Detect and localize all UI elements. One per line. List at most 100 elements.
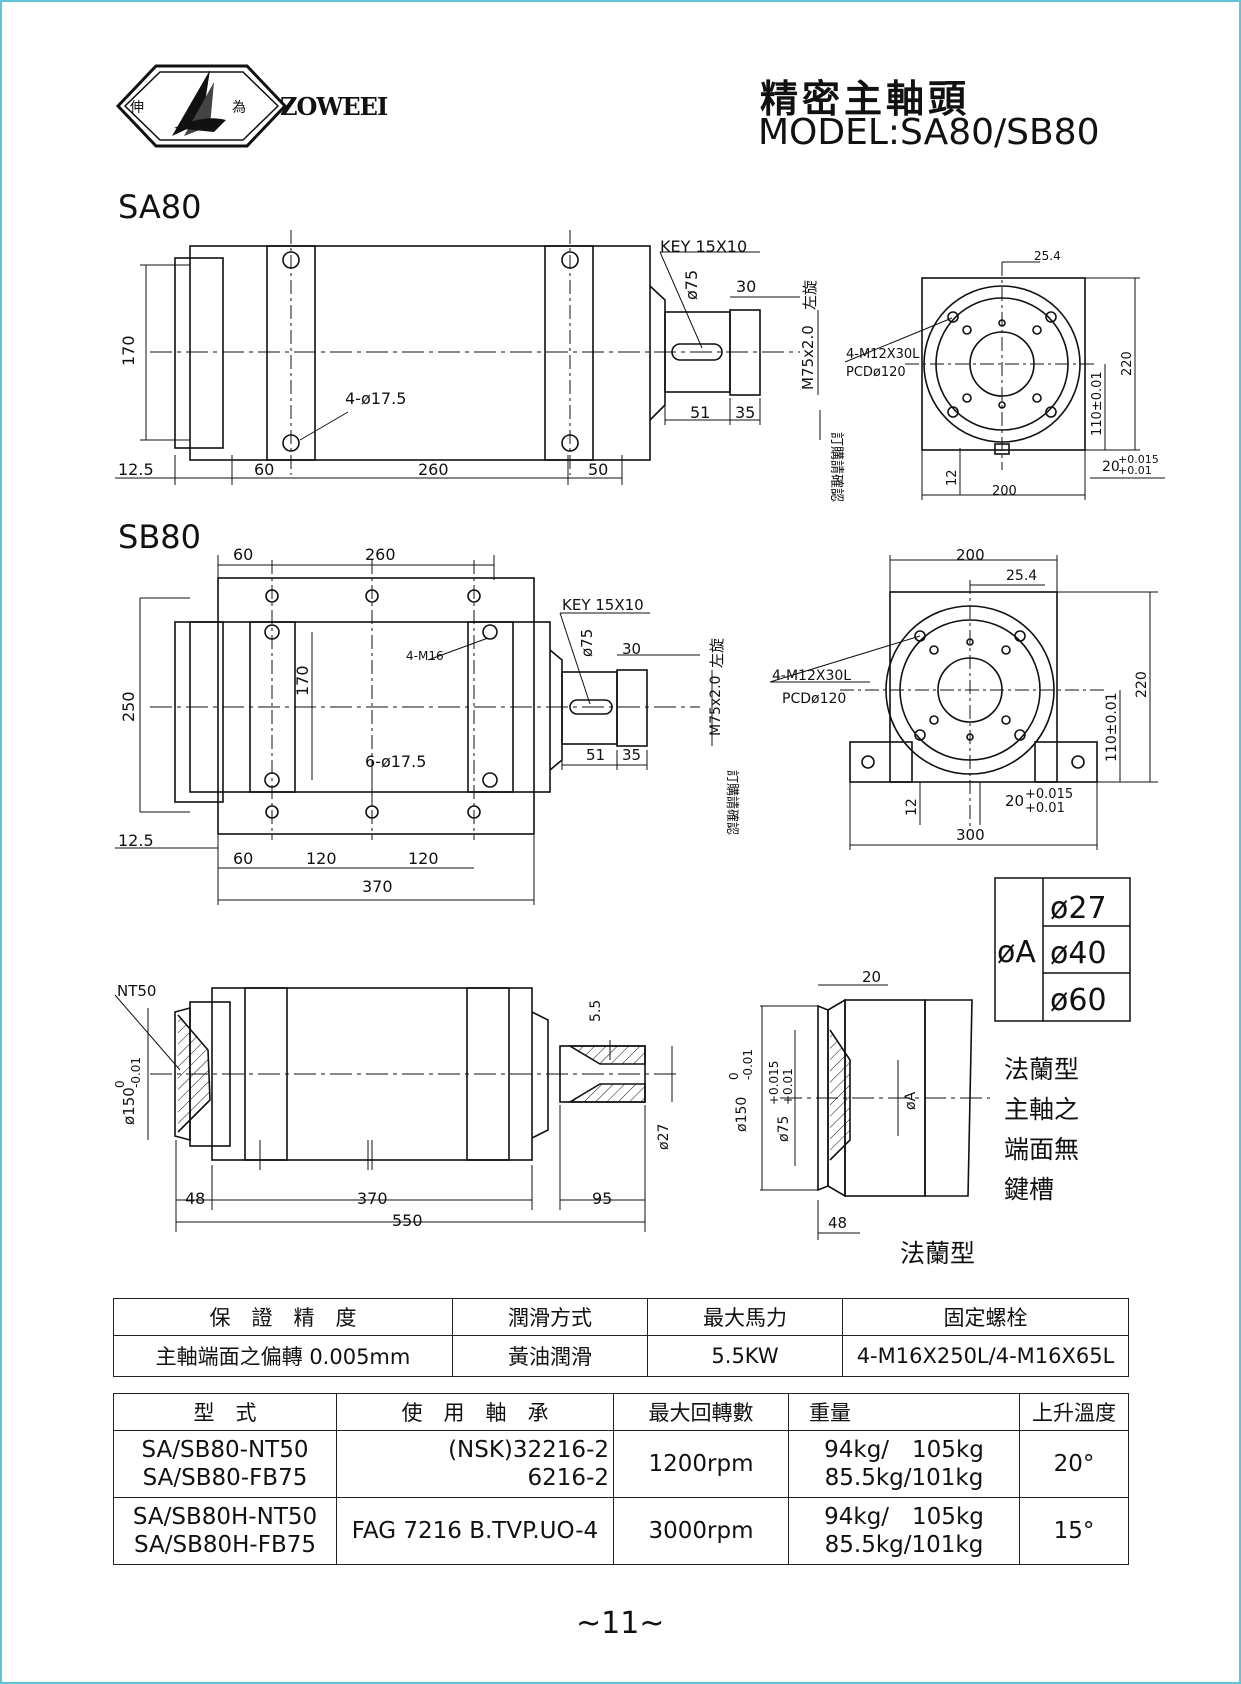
sb80-side-d25-4: 25.4 <box>1006 568 1037 584</box>
dia-table-label: øA <box>997 935 1036 970</box>
sa80-d12-5: 12.5 <box>118 460 154 479</box>
spec-table-2-header: 型 式 使 用 軸 承 最大回轉數 重量 上升溫度 <box>113 1393 1129 1431</box>
header-weight: 重量 <box>788 1393 1020 1431</box>
sb80-side-view <box>769 555 1158 850</box>
spec-table-1: 保 證 精 度 潤滑方式 最大馬力 固定螺栓 主軸端面之偏轉 0.005mm 黃… <box>113 1298 1129 1377</box>
sb80-d60: 60 <box>233 545 253 564</box>
sb80-holes: 6-ø17.5 <box>365 752 426 771</box>
sa80-side-d12: 12 <box>945 469 960 486</box>
cell-lubrication: 黃油潤滑 <box>452 1335 648 1377</box>
sb80-h250: 250 <box>119 691 138 722</box>
flange-d20: 20 <box>862 968 881 986</box>
model-line: SA/SB80-NT50 <box>141 1437 309 1463</box>
sb80-thread: M75x2.0 <box>708 676 724 736</box>
flange-tol75-dn: +0.01 <box>781 1068 795 1105</box>
sb80-side-d12: 12 <box>904 798 920 816</box>
sa80-side-h110: 110±0.01 <box>1090 371 1105 436</box>
sa80-side-bolt: 4-M12X30L <box>846 347 920 362</box>
cell-weight: 94kg/ 105kg 85.5kg/101kg <box>788 1497 1020 1565</box>
flange-tol150-dn: -0.01 <box>741 1049 755 1080</box>
sa80-thread: M75x2.0 <box>799 325 817 390</box>
sb80-b60: 60 <box>233 849 253 868</box>
header-max-rpm: 最大回轉數 <box>613 1393 789 1431</box>
nt50-dia150: ø150 <box>120 1087 138 1125</box>
flange-note-line: 鍵槽 <box>1004 1175 1055 1204</box>
flange-caption: 法蘭型 <box>900 1239 975 1268</box>
sb80-d35: 35 <box>622 746 641 764</box>
table-row: SA/SB80H-NT50 SA/SB80H-FB75 FAG 7216 B.T… <box>113 1497 1129 1565</box>
dia-table <box>994 877 1131 1022</box>
sa80-h170: 170 <box>119 335 138 366</box>
table-row: 主軸端面之偏轉 0.005mm 黃油潤滑 5.5KW 4-M16X250L/4-… <box>113 1335 1129 1377</box>
model-line: SA/SB80H-NT50 <box>132 1504 318 1530</box>
sa80-d60: 60 <box>254 460 274 479</box>
cell-max-rpm: 1200rpm <box>613 1430 789 1498</box>
page-number: ~11~ <box>576 1606 665 1641</box>
sa80-d50: 50 <box>588 460 608 479</box>
bearing-line: 6216-2 <box>527 1465 609 1491</box>
sa80-side-tol-up: +0.015 <box>1118 453 1159 466</box>
logo-left-char: 伸 <box>130 100 144 116</box>
table-row: SA/SB80-NT50 SA/SB80-FB75 (NSK)32216-2 6… <box>113 1430 1129 1498</box>
sb80-h170: 170 <box>293 665 312 696</box>
sa80-front-view <box>115 230 821 485</box>
sb80-d12-5: 12.5 <box>118 831 154 850</box>
dia-table-value-1: ø27 <box>1050 891 1107 926</box>
flange-dia-a: øA <box>903 1091 919 1110</box>
weight-line: 85.5kg/101kg <box>824 1465 984 1491</box>
sb80-side-w200: 200 <box>956 546 985 564</box>
nt50-tol-up: 0 <box>113 1080 127 1088</box>
flange-note-line: 法蘭型 <box>1004 1055 1080 1084</box>
header-bearing: 使 用 軸 承 <box>336 1393 614 1431</box>
sb80-side-bolt: 4-M12X30L <box>772 668 851 684</box>
nt50-view <box>114 987 680 1232</box>
sa80-holes: 4-ø17.5 <box>345 389 406 408</box>
dia-table-value-2: ø40 <box>1050 936 1107 971</box>
header-bolts: 固定螺栓 <box>842 1298 1129 1336</box>
model-line: SA/SB80H-FB75 <box>133 1532 317 1558</box>
cell-weight: 94kg/ 105kg 85.5kg/101kg <box>788 1430 1020 1498</box>
nt50-d550: 550 <box>392 1211 423 1230</box>
sa80-side-tol-dn: +0.01 <box>1118 464 1152 477</box>
sb80-left-hand: 左旋 <box>708 638 726 668</box>
sa80-d35: 35 <box>735 403 755 422</box>
cell-accuracy: 主軸端面之偏轉 0.005mm <box>113 1335 453 1377</box>
cell-bolts: 4-M16X250L/4-M16X65L <box>842 1335 1129 1377</box>
flange-view <box>760 984 990 1240</box>
sa80-d51: 51 <box>690 403 710 422</box>
sa80-side-tol: 20 <box>1102 459 1120 475</box>
sb80-side-tol-up: +0.015 <box>1025 787 1073 802</box>
header-max-power: 最大馬力 <box>647 1298 843 1336</box>
sa80-side-w200: 200 <box>992 484 1017 499</box>
dia-table-value-3: ø60 <box>1050 983 1107 1018</box>
flange-note-line: 主軸之 <box>1004 1095 1080 1124</box>
sb80-side-h110: 110±0.01 <box>1104 692 1120 762</box>
sb80-d51: 51 <box>586 746 605 764</box>
flange-tol150-up: 0 <box>727 1072 741 1080</box>
zoweei-logo-icon <box>115 64 288 148</box>
nt50-d27: ø27 <box>656 1124 672 1150</box>
sb80-d30: 30 <box>622 640 641 658</box>
flange-dia150: ø150 <box>734 1097 750 1132</box>
nt50-d95: 95 <box>592 1189 612 1208</box>
spec-table-1-header: 保 證 精 度 潤滑方式 最大馬力 固定螺栓 <box>113 1298 1129 1336</box>
cell-max-rpm: 3000rpm <box>613 1497 789 1565</box>
nt50-d370: 370 <box>357 1189 388 1208</box>
header-temp-rise: 上升溫度 <box>1019 1393 1129 1431</box>
flange-d48: 48 <box>828 1214 847 1232</box>
nt50-d48: 48 <box>185 1189 205 1208</box>
header-lubrication: 潤滑方式 <box>452 1298 648 1336</box>
cell-temp-rise: 15° <box>1019 1497 1129 1565</box>
cell-temp-rise: 20° <box>1019 1430 1129 1498</box>
spec-table-2: 型 式 使 用 軸 承 最大回轉數 重量 上升溫度 SA/SB80-NT50 S… <box>113 1393 1129 1565</box>
bearing-line: (NSK)32216-2 <box>448 1437 609 1463</box>
cell-bearing: (NSK)32216-2 6216-2 <box>336 1430 614 1498</box>
sb80-b120b: 120 <box>408 849 439 868</box>
sa80-order-note: 訂購請確認 <box>828 432 844 502</box>
nt50-tol-dn: -0.01 <box>129 1057 143 1088</box>
logo-right-char: 為 <box>232 100 246 116</box>
flange-note: 法蘭型 主軸之 端面無 鍵槽 <box>1004 1050 1079 1210</box>
cell-model: SA/SB80H-NT50 SA/SB80H-FB75 <box>113 1497 337 1565</box>
header-model: 型 式 <box>113 1393 337 1431</box>
